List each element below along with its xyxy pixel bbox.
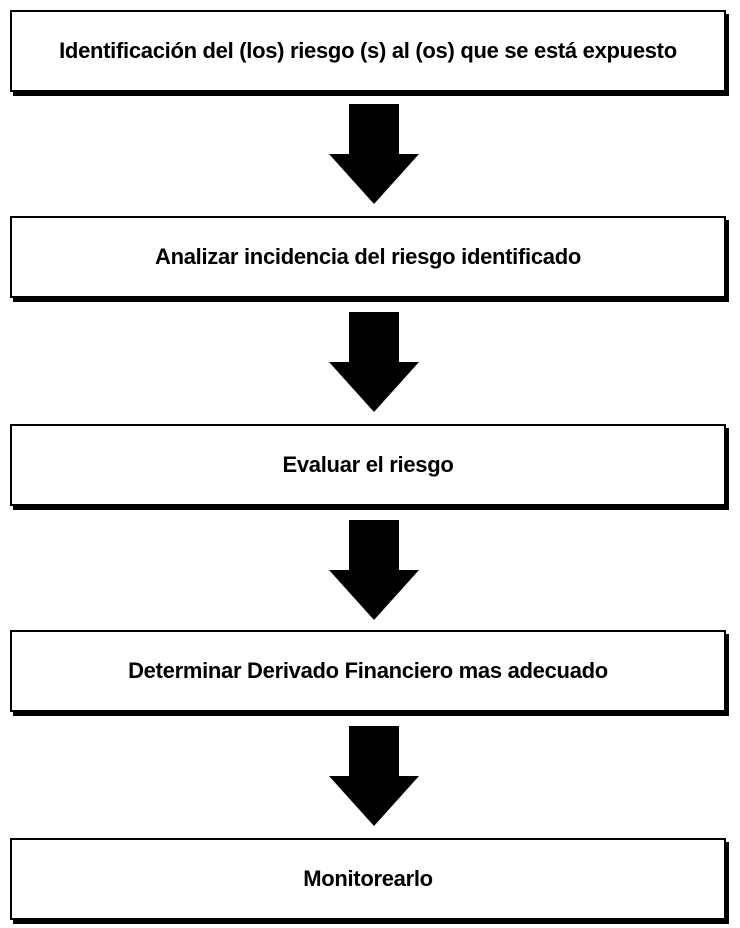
- down-arrow-icon: [329, 726, 419, 826]
- step-label: Identificación del (los) riesgo (s) al (…: [59, 38, 677, 63]
- down-arrow-icon: [329, 520, 419, 620]
- down-arrow-icon: [329, 312, 419, 412]
- step-box-determinar: Determinar Derivado Financiero mas adecu…: [10, 630, 726, 712]
- step-box-analizar: Analizar incidencia del riesgo identific…: [10, 216, 726, 298]
- step-box-monitorearlo: Monitorearlo: [10, 838, 726, 920]
- step-label: Evaluar el riesgo: [282, 452, 454, 477]
- step-box-evaluar: Evaluar el riesgo: [10, 424, 726, 506]
- step-label: Monitorearlo: [303, 866, 433, 891]
- step-box-identificacion: Identificación del (los) riesgo (s) al (…: [10, 10, 726, 92]
- step-label: Analizar incidencia del riesgo identific…: [155, 244, 581, 269]
- step-label: Determinar Derivado Financiero mas adecu…: [128, 658, 608, 683]
- down-arrow-icon: [329, 104, 419, 204]
